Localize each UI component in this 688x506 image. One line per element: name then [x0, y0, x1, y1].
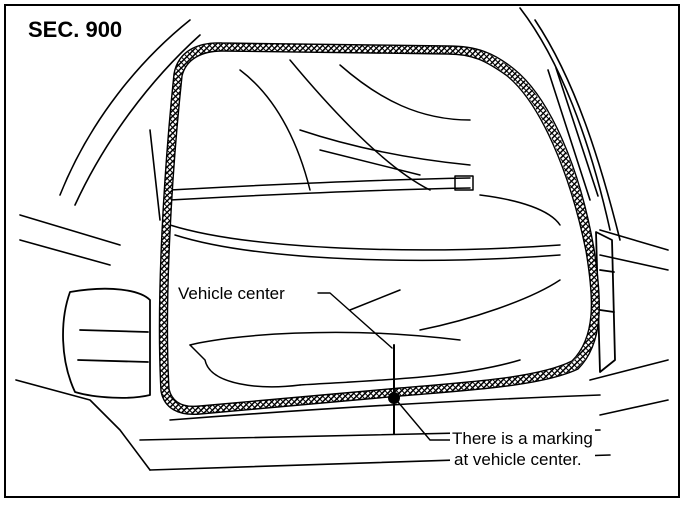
vehicle-center-indicator [388, 344, 400, 435]
tail-lamp-left [62, 287, 151, 399]
marking-callout-line1: There is a marking [452, 429, 593, 448]
weatherstrip-outer-edge [158, 42, 600, 415]
marking-callout-line2: at vehicle center. [454, 450, 582, 469]
door-strut [149, 67, 599, 221]
vehicle-body-lines [15, 7, 669, 471]
center-marking-dot [388, 392, 400, 404]
weatherstrip-seal [159, 43, 600, 415]
vehicle-center-callout: Vehicle center [176, 283, 287, 304]
weatherstrip-inner-edge [166, 50, 593, 408]
cargo-interior [169, 59, 561, 388]
section-label: SEC. 900 [24, 17, 127, 43]
leader-lines [317, 292, 451, 441]
diagram-frame [4, 4, 680, 498]
marking-callout: There is a marking at vehicle center. [450, 428, 595, 470]
